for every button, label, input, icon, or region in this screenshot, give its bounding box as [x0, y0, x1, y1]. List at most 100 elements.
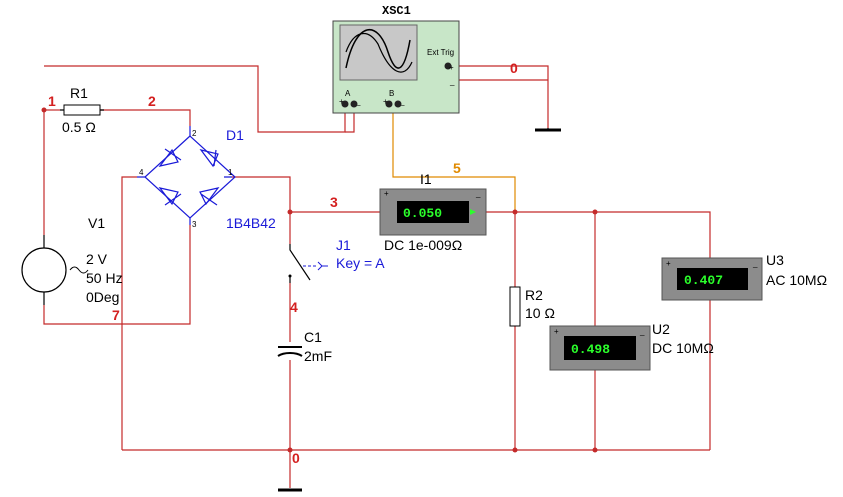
oscilloscope-xsc1[interactable]: A B + _ + _ Ext Trig + _	[332, 20, 460, 114]
bridge-pin-2: 2	[192, 129, 197, 138]
meter-arrow-icon	[470, 209, 476, 215]
v1-amplitude-label: 2 V	[86, 251, 108, 267]
meter-display	[677, 268, 748, 290]
scope-trace-1	[345, 28, 411, 69]
diode-icon	[158, 187, 182, 206]
wire-net-7	[43, 225, 191, 325]
wire-top-rail	[486, 211, 711, 258]
scope-b-minus-terminal-icon[interactable]	[394, 100, 402, 108]
capacitor-c1[interactable]	[277, 346, 303, 357]
diode-icons	[158, 148, 220, 206]
v1-phase-label: 0Deg	[86, 289, 119, 305]
resistor-r1[interactable]	[60, 104, 104, 116]
scope-channel-b-label: B	[389, 89, 394, 98]
net-label-4: 4	[290, 299, 298, 315]
scope-a-terminal-icon[interactable]	[341, 100, 349, 108]
capacitor-plate-bottom	[277, 352, 303, 357]
scope-ext-trig-label: Ext Trig	[427, 48, 454, 57]
r2-value-label: 10 Ω	[525, 305, 555, 321]
oscilloscope-ref-label: XSC1	[382, 4, 411, 18]
resistor-r2[interactable]	[509, 286, 521, 327]
scope-b-terminal-icon[interactable]	[385, 100, 393, 108]
net-label-2: 2	[148, 93, 156, 109]
junction-dot	[512, 209, 518, 215]
scope-trig-terminal-icon[interactable]	[444, 62, 452, 70]
wire-net-2	[100, 109, 191, 126]
ammeter-i1[interactable]: 0.050 + _	[379, 188, 487, 236]
v1-ref-label: V1	[88, 215, 105, 231]
junction-dot	[592, 447, 598, 453]
resistor-r1-body	[63, 104, 101, 116]
bridge-pin-1: 1	[228, 168, 233, 177]
scope-b-minus: _	[399, 97, 405, 106]
scope-a-plus: +	[339, 97, 344, 106]
c1-value-label: 2mF	[304, 348, 332, 364]
v1-frequency-label: 50 Hz	[86, 270, 123, 286]
u2-mode-label: DC 10MΩ	[652, 340, 714, 356]
sine-wave-icon	[69, 266, 89, 274]
d1-part-label: 1B4B42	[226, 215, 276, 231]
net-label-1: 1	[48, 93, 56, 109]
i1-mode-label: DC 1e-009Ω	[384, 237, 462, 253]
diode-icon	[199, 149, 219, 168]
u3-reading: 0.407	[684, 273, 723, 288]
voltmeter-u3[interactable]: 0.407 + _	[661, 257, 763, 301]
meter-minus-sign: _	[752, 259, 758, 268]
switch-blade	[289, 244, 311, 283]
voltage-source-v1[interactable]	[21, 235, 89, 305]
net-label-3: 3	[330, 194, 338, 210]
meter-minus-sign: _	[639, 327, 645, 336]
d1-ref-label: D1	[226, 127, 244, 143]
scope-b-plus: +	[383, 97, 388, 106]
scope-a-minus: _	[355, 97, 361, 106]
junction-dot	[512, 447, 518, 453]
j1-ref-label: J1	[336, 237, 351, 253]
scope-trig-plus: +	[449, 63, 454, 72]
scope-a-minus-terminal-icon[interactable]	[350, 100, 358, 108]
bridge-pin-3: 3	[192, 220, 197, 229]
resistor-r2-body	[509, 286, 521, 327]
net-label-0-scope: 0	[510, 60, 518, 76]
diode-icon	[199, 187, 220, 206]
j1-key-label: Key = A	[336, 255, 385, 271]
r2-ref-label: R2	[525, 287, 543, 303]
voltmeter-u2[interactable]: 0.498 + _	[549, 325, 651, 371]
wires	[43, 65, 711, 488]
net-label-7: 7	[112, 307, 120, 323]
ammeter-reading: 0.050	[403, 206, 442, 221]
switch-contact	[288, 274, 292, 278]
junction-dot	[287, 447, 293, 453]
meter-minus-sign: _	[475, 189, 481, 198]
wire-scope-a	[44, 65, 346, 133]
bridge-pin-4: 4	[139, 168, 144, 177]
meter-display	[564, 336, 636, 360]
r1-ref-label: R1	[70, 85, 88, 101]
key-arrow-icon	[317, 261, 328, 271]
scope-trace-2	[345, 33, 413, 73]
wire-scope-a-minus	[345, 112, 355, 133]
meter-plus-sign: +	[666, 259, 671, 268]
switch-j1[interactable]	[288, 244, 329, 283]
meter-display	[397, 201, 469, 223]
junction-dot	[287, 209, 293, 215]
bridge-rectifier-d1[interactable]: 2 4 1 3	[137, 126, 236, 229]
junction-dot	[41, 107, 47, 113]
wire-net-5	[392, 112, 516, 212]
junctions	[41, 107, 598, 453]
junction-dot	[592, 209, 598, 215]
ground-icon-scope	[535, 128, 561, 132]
v1-body	[21, 247, 67, 293]
u2-reading: 0.498	[571, 342, 610, 357]
diode-icon	[158, 148, 182, 167]
meter-plus-sign: +	[384, 189, 389, 198]
wire-bridge-minus	[121, 176, 137, 450]
r1-value-label: 0.5 Ω	[62, 119, 96, 135]
net-label-5: 5	[453, 160, 461, 176]
meter-plus-sign: +	[554, 327, 559, 336]
wire-scope-trig	[455, 65, 549, 128]
u2-ref-label: U2	[652, 321, 670, 337]
wire-bridge-plus	[232, 176, 291, 212]
c1-ref-label: C1	[304, 329, 322, 345]
